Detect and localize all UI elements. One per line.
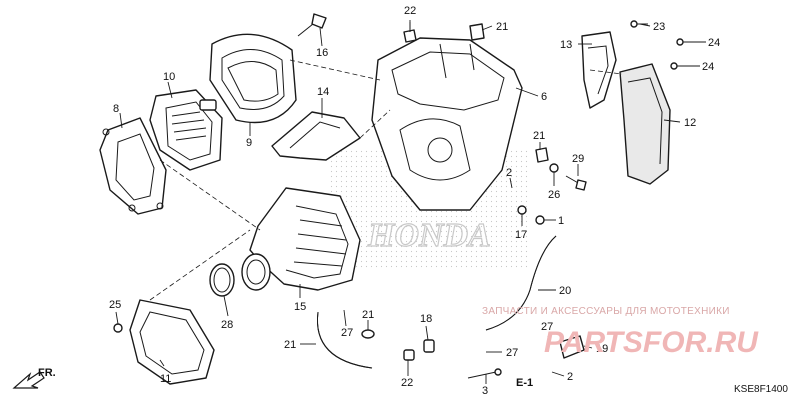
callout-1: 1 [558,215,564,227]
leader-line [343,309,347,327]
leader-line [159,359,165,367]
callout-2-bottom: 2 [567,371,573,383]
callout-7: 10 [163,71,175,83]
watermark-text: ЗАПЧАСТИ И АКСЕССУАРЫ ДЛЯ МОТОТЕХНИКИ [482,306,730,317]
front-direction-arrow: FR. [12,367,56,389]
callout-14: 17 [515,229,527,241]
dash-line [149,229,251,301]
callout-19: 21 [362,309,374,321]
part-tube-17 [485,235,557,331]
leader-line [583,345,593,349]
callout-24-a: 24 [708,37,720,49]
callout-11: 14 [317,86,329,98]
callout-2-top: 2 [506,167,512,179]
callout-15: 18 [420,313,432,325]
leader-line [119,112,123,129]
callout-26: 26 [548,189,560,201]
callout-27-c: 27 [506,347,518,359]
dash-line [589,69,623,75]
callout-21-top: 21 [496,21,508,33]
part-tube-18 [316,311,373,369]
part-housing-12 [241,187,361,291]
part-element-7 [149,89,223,171]
callout-27-a: 27 [341,327,353,339]
part-clamp-1 [535,215,545,225]
section-ref: E-1 [516,377,533,389]
callout-18: 21 [284,339,296,351]
callout-17: 20 [559,285,571,297]
leader-line [167,81,173,99]
part-bolt-29 [565,175,587,191]
part-bolt-25 [113,323,123,333]
part-plug-15 [423,339,435,353]
callout-23: 23 [653,21,665,33]
callout-22: 22 [404,5,416,17]
callout-4: 6 [541,91,547,103]
part-band-28 [209,263,235,297]
dash-line [159,159,261,231]
part-clip-21-top [469,23,485,41]
part-screw-3 [467,368,502,379]
part-duct-9 [619,63,671,185]
callout-20: 22 [401,377,413,389]
front-label: FR. [38,367,56,379]
callout-9: 12 [684,117,696,129]
part-fitting-14 [517,205,527,215]
part-cover-10 [581,31,617,109]
callout-6: 9 [246,137,252,149]
leader-line [551,371,565,377]
callout-3: 3 [482,385,488,397]
part-clip-19 [361,329,375,339]
callout-27-b: 27 [541,321,553,333]
part-bracket-11 [271,111,361,161]
part-filter-6 [209,33,297,124]
dash-line [289,59,381,81]
leader-line [319,27,323,47]
part-holder-5 [99,117,167,215]
part-cover-8 [129,299,215,385]
leader-line [509,177,513,189]
callout-28: 28 [221,319,233,331]
leader-line [639,23,651,27]
dash-line [359,109,391,139]
callout-5: 8 [113,103,119,115]
callout-13: 16 [316,47,328,59]
part-case-4 [371,37,523,211]
callout-21: 21 [533,130,545,142]
leader-line [115,311,119,325]
callout-12: 15 [294,301,306,313]
callout-24-b: 24 [702,61,714,73]
callout-16: 19 [596,343,608,355]
diagram-code: KSE8F1400 [734,384,788,395]
leader-line [663,119,681,123]
honda-brand-mark: HONDA [367,217,491,254]
callout-10: 13 [560,39,572,51]
part-plug-16 [559,335,585,359]
callout-29: 29 [572,153,584,165]
callout-8: 11 [160,373,171,385]
leader-line [223,295,229,317]
callout-25: 25 [109,299,121,311]
watermark-logo: PARTSFOR.RU [544,326,759,359]
leader-line [481,25,493,31]
part-clip-21 [535,147,549,163]
part-nut-20 [403,349,415,361]
part-bolt-13 [297,13,327,37]
leader-line [515,87,539,97]
part-nut-26 [549,163,559,173]
leader-line [425,325,429,341]
